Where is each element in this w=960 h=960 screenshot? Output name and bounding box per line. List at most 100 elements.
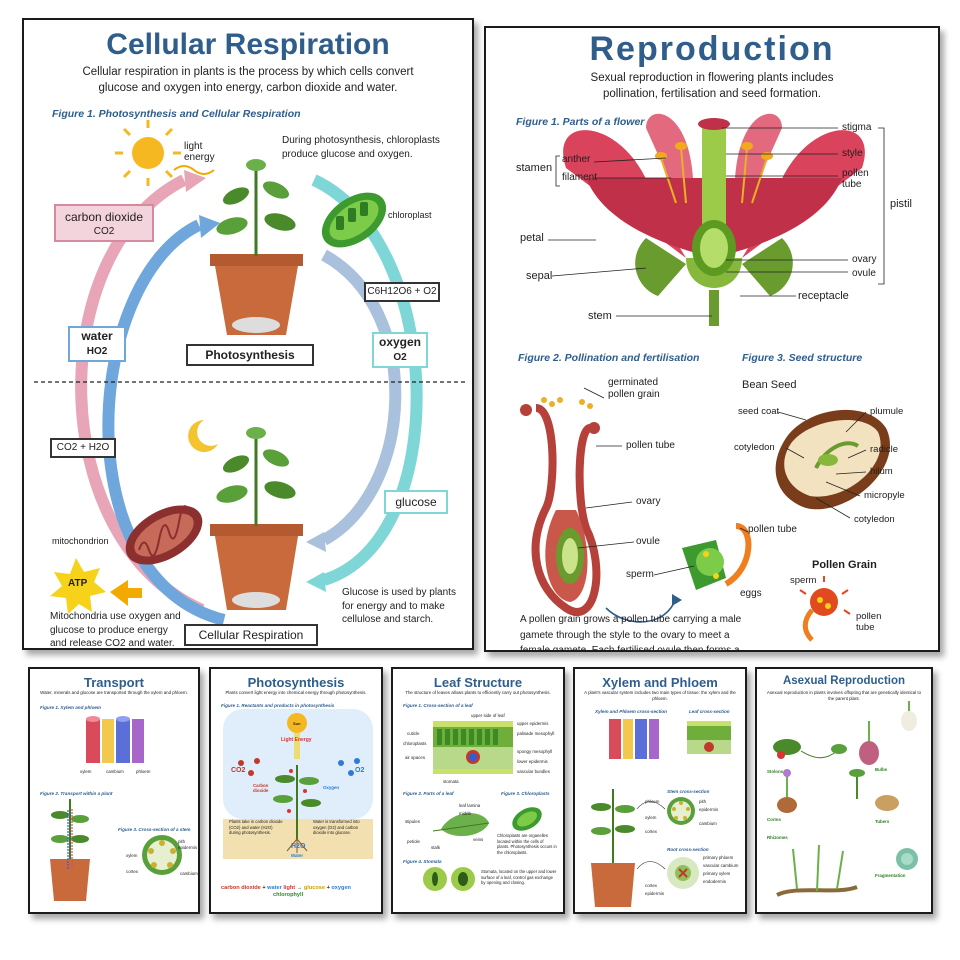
pistil-icon [520,397,601,616]
eq-light: light [283,885,296,891]
bean-seed-icon [775,409,890,510]
leaf-cuticle-label: cuticle [407,731,420,736]
transport-plant-icon [50,799,90,901]
xylem-fig1: Xylem and Phloem cross-section [595,709,667,714]
xylem-endodermis-label: endodermis [703,879,726,884]
leaf-cross-section-icon [433,721,513,774]
transport-fig3: Figure 3. Cross-section of a stem [118,827,191,832]
eq-water: water [267,885,282,891]
mitochondrion-label: mitochondrion [52,536,109,546]
asexual-rhizomes-label: Rhizomes [767,835,788,840]
transport-diagram [50,716,182,901]
xylem-title: Xylem and Phloem [602,675,718,690]
plant-top-icon [210,159,303,335]
ovule-label-2: ovule [636,536,660,547]
fertilisation-arrow [605,597,677,623]
leaf-lamina-label: leaf lamina [459,803,481,808]
seed-coat-label: seed coat [738,406,780,417]
xylem-xylem-label: xylem [645,815,657,820]
bean-seed-title: Bean Seed [742,379,797,391]
photosynthesis-diagram [223,709,373,859]
pollen-grain-tube-label: pollen tube [856,611,882,633]
stamen-label: stamen [516,162,553,174]
transport-phloem-label: phloem [136,769,151,774]
leaf-upper-side-label: upper side of leaf [471,713,505,718]
xylem-diagram [591,719,731,907]
leaf-chloroplasts-label: chloroplasts [403,741,427,746]
asexual-intro: Asexual reproduction in plants involves … [766,690,922,701]
hilum-label: hilum [870,466,893,477]
flower-figure-caption: Figure 1. Parts of a flower [516,116,645,128]
leaf-intro: The structure of leaves allows plants to… [405,690,551,695]
carbon-dioxide-box: carbon dioxide CO2 [54,204,154,242]
leaf-parts-icon [432,813,490,837]
plumule-label: plumule [870,406,904,417]
photosynthesis-fig1: Figure 1. Reactants and products in phot… [221,703,335,708]
ps-plant-icon [273,765,321,853]
glucose-note: Glucose is used by plants for energy and… [342,587,456,625]
xp-vessels-icon [609,719,659,759]
atp-label: ATP [68,578,88,589]
xylem-phloem-icon [86,716,144,763]
ps-sun-icon [287,713,307,733]
leaf-palisade-label: palisade mesophyll [517,731,555,736]
leaf-spongy-label: spongy mesophyll [517,749,553,754]
xylem-pith-label: pith [699,799,707,804]
asexual-stolons-label: Stolons [767,769,784,774]
flower-icon [563,113,865,326]
eq-glucose: glucose [303,885,326,891]
water-arc [102,219,226,626]
xylem-primary-phloem-label: primary phloem [703,855,734,860]
pollen-tube-label-2: pollen tube [626,440,675,451]
mitochondrion-icon [125,505,203,565]
micropyle-label: micropyle [864,490,905,501]
xylem-primary-xylem-label: primary xylem [703,871,731,876]
pollination-figure-caption: Figure 2. Pollination and fertilisation [518,352,700,364]
respiration-intro: Cellular respiration in plants is the pr… [82,66,414,95]
transport-epidermis-label: epidermis [178,845,198,850]
atp-arrow-icon [110,580,142,606]
xp-root-section-icon [667,857,699,889]
leaf-lower-epidermis-label: lower epidermis [517,759,548,764]
filament-label: filament [562,172,598,183]
leaf-fig3: Figure 3. Chloroplasts [501,791,550,796]
ps-equation: carbon dioxide + water light → glucose +… [221,885,351,898]
pollen-sperm-label: sperm [790,575,817,586]
xylem-vascular-cambium-label: vascular cambium [703,863,739,868]
transport-intro: Water, minerals and glucose are transpor… [40,690,188,695]
sun-icon [115,120,181,186]
ovule-zoom-icon [682,523,752,590]
succulent-icon [896,848,918,870]
xp-stem-section-icon [667,797,695,825]
carbon-dioxide-text: carbon dioxide [64,210,144,224]
onion-icon [859,721,879,765]
pollen-grain-title: Pollen Grain [812,559,877,571]
xp-leaf-section-icon [687,721,731,754]
cotyledon-label-2: cotyledon [854,514,895,525]
strawberry-plant-icon [773,739,847,759]
xylem-cortex-label: cortex [645,829,657,834]
xylem-epidermis-label: epidermis [699,807,719,812]
leaf-stomata-label: stomata [443,779,459,784]
anther-label: anther [562,154,591,165]
leaf-stalk-label: stalk [431,845,441,850]
plant-bottom-icon [210,427,303,610]
pollen-grain-icon [799,576,851,642]
c6h12o6-box: C6H12O6 + O2 [364,282,440,302]
poster-reproduction: Reproduction Sexual reproduction in flow… [484,26,940,652]
asexual-title: Asexual Reproduction [782,675,906,687]
stigma-label: stigma [842,122,872,133]
asexual-corms-label: Corms [767,817,781,822]
germinated-pollen-label: germinated pollen grain [608,377,660,400]
stomata-icon [423,867,475,891]
sepal-label: sepal [526,270,553,282]
leaf-veins-label: veins [473,837,484,842]
style-label: style [842,148,863,159]
xp-plant-icon [591,789,635,907]
chloroplast-icon [321,192,387,248]
ovary-label: ovary [852,254,877,265]
reproduction-intro: Sexual reproduction in flowering plants … [590,72,834,101]
water-text: water [81,329,113,343]
glucose-box: glucose [384,490,448,514]
ps-water-label: Water [291,853,304,858]
